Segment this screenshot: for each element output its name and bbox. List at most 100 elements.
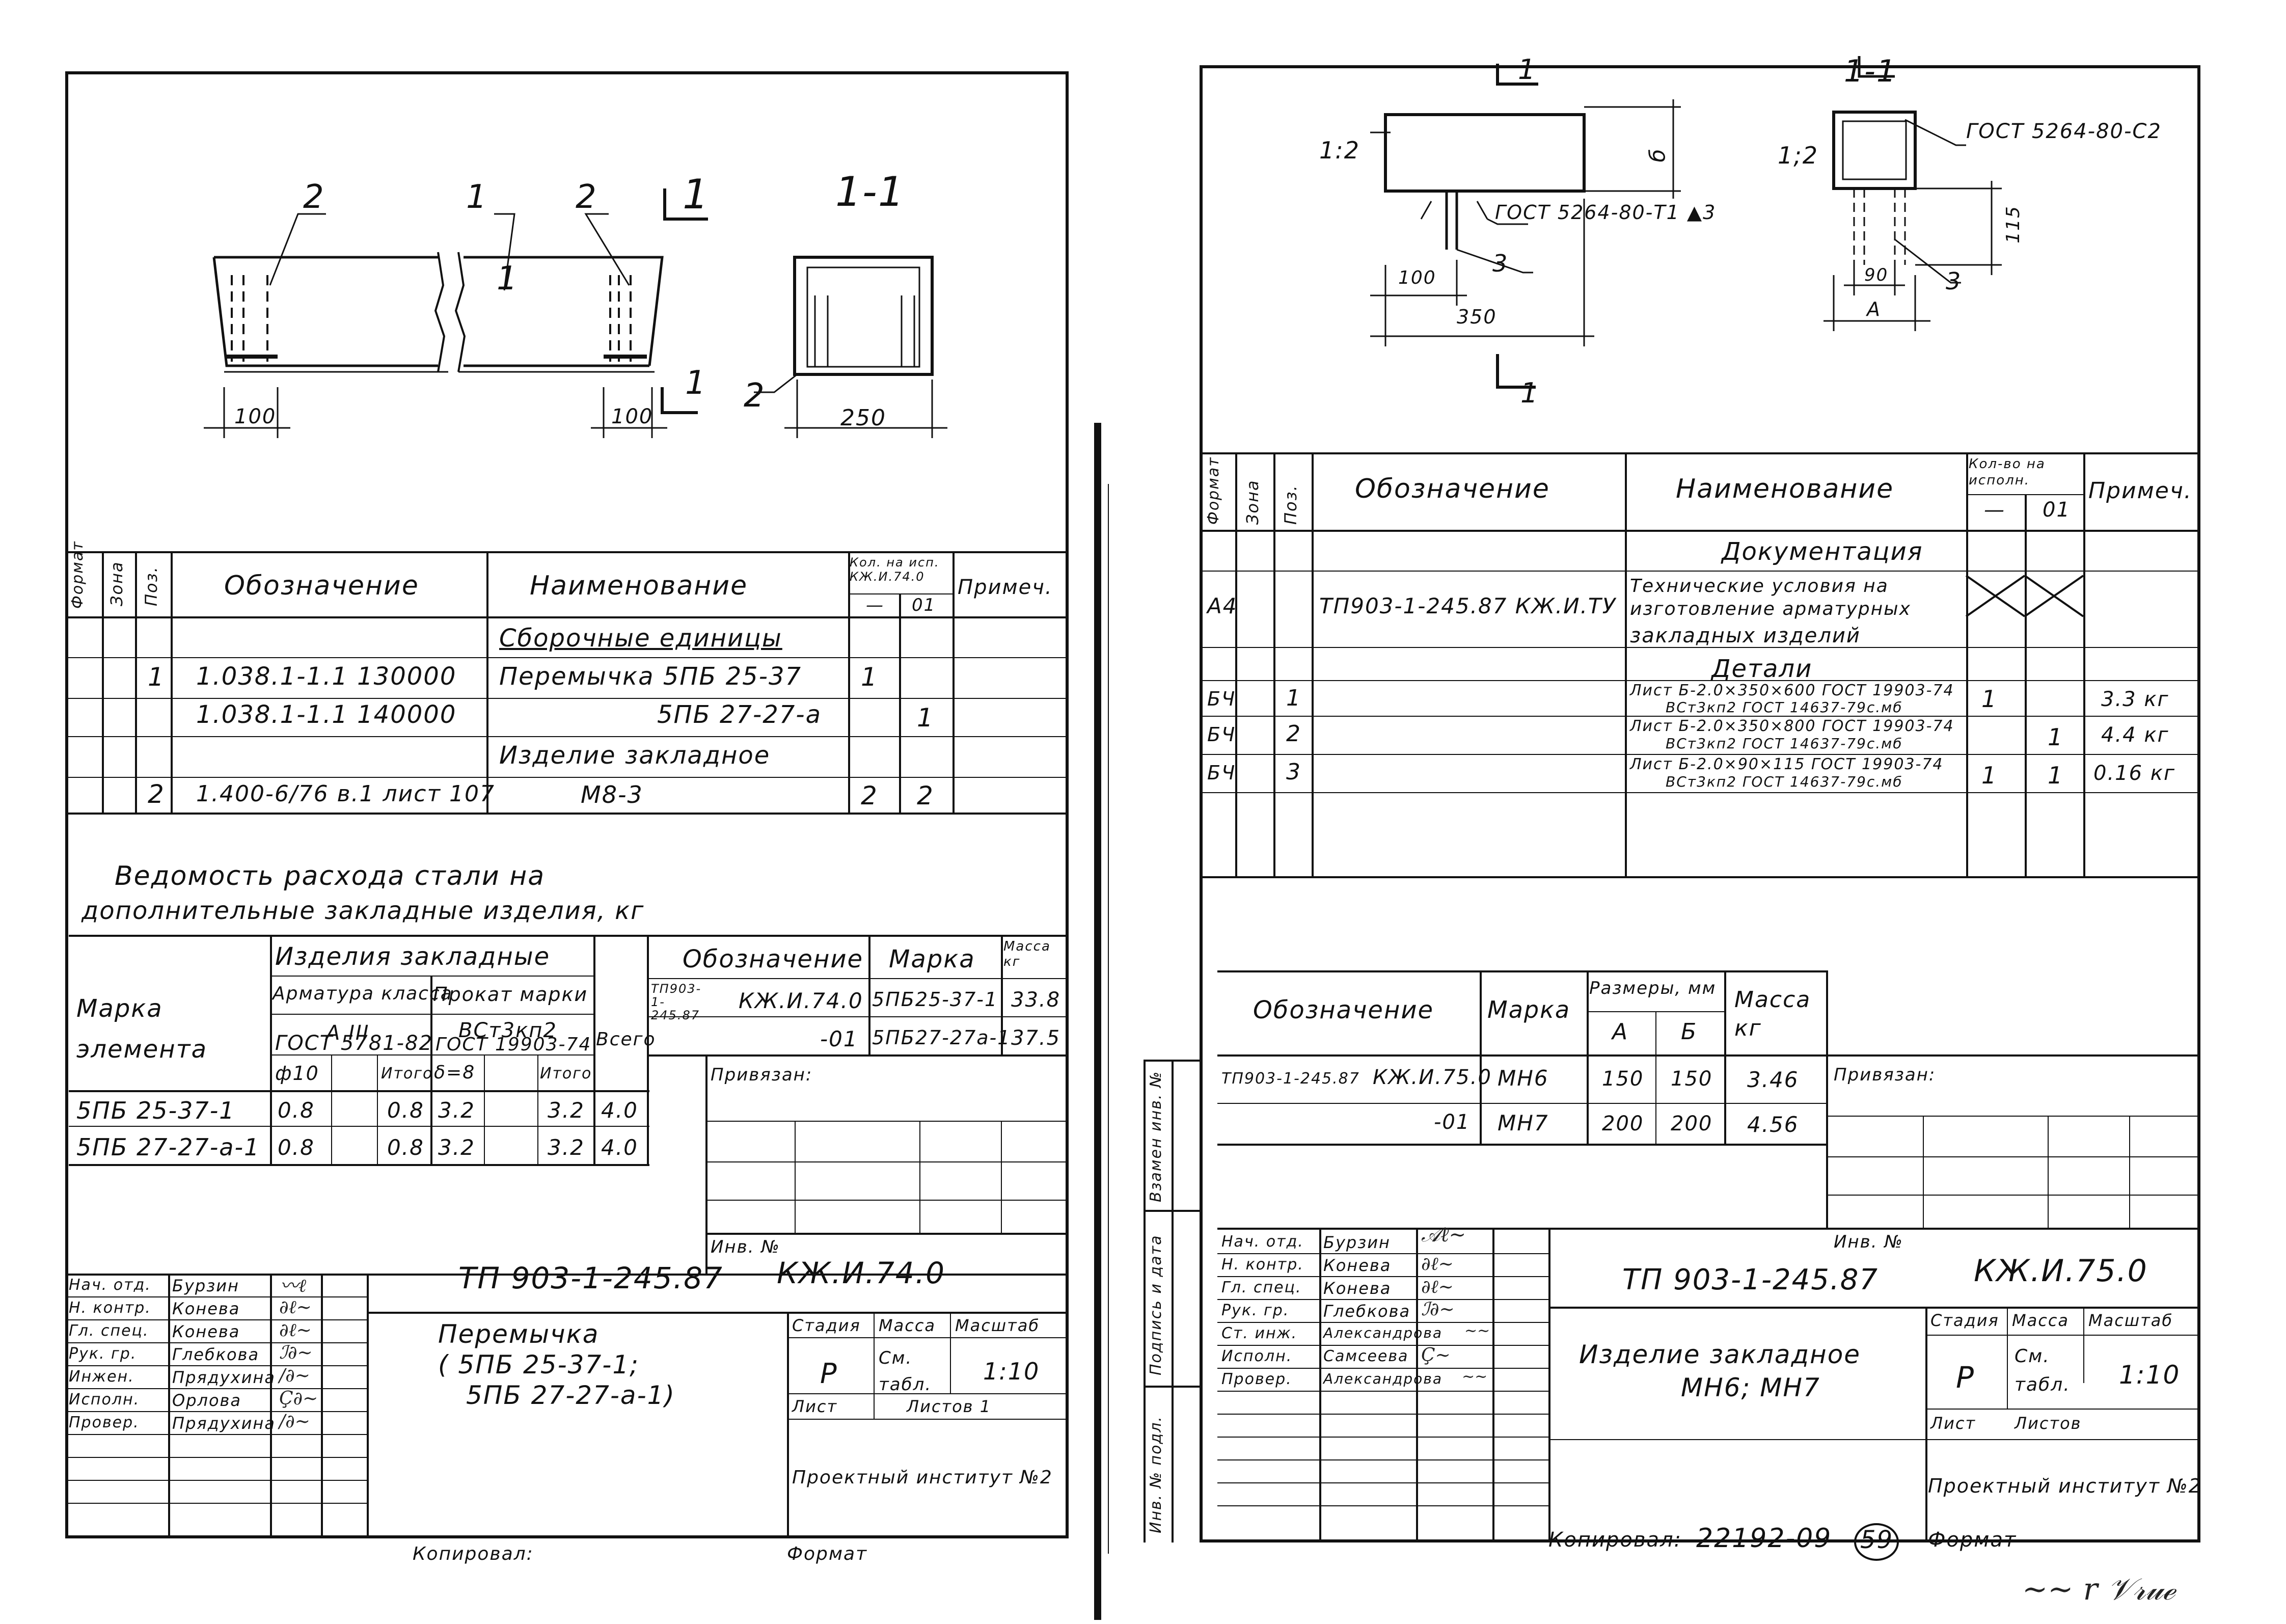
left-stamp-title-3: 5ПБ 27-27-а-1) (466, 1381, 675, 1410)
steel-row-0-a: 0.8 (278, 1098, 315, 1123)
right-spec-row-0-note: 3.3 кг (2101, 688, 2169, 711)
right-stamp-name-3: Глебкова (1323, 1302, 1411, 1321)
left-section-marker: 1 (683, 171, 710, 218)
right-stamp-mass: См. табл. (2015, 1346, 2071, 1395)
right-spec-row-1-pos: 2 (1286, 721, 1301, 747)
steel-row-0-d: 3.2 (548, 1098, 585, 1123)
steel-table-title-1: Ведомость расхода стали на (115, 861, 546, 891)
right-spec-row-0-qa: 1 (1981, 685, 1998, 713)
left-stamp-scale-h: Масштаб (955, 1316, 1040, 1335)
left-stamp-role-1: Н. контр. (69, 1299, 151, 1317)
steel-hdr-total1: Итого (381, 1065, 433, 1082)
steel-hdr-profile: Прокат марки (433, 983, 588, 1006)
right-stamp-stage-h: Стадия (1930, 1311, 1999, 1330)
right-stamp-name-0: Бурзин (1323, 1233, 1391, 1252)
right-pos-3b: 3 (1946, 267, 1962, 295)
right-spec-doc-fmt: А4 (1207, 593, 1238, 618)
left-spec-row-4-qb: 2 (917, 781, 934, 810)
left-stamp-role-3: Рук. гр. (69, 1345, 137, 1363)
right-dims-row-0-a: 150 (1602, 1067, 1644, 1091)
right-dim-6: б (1645, 148, 1670, 163)
left-mass-row-0-des1: ТП903-1-245.87 (651, 982, 702, 1022)
left-mass-row-1-mass: 37.5 (1011, 1026, 1061, 1050)
right-dims-row-1-a: 200 (1602, 1112, 1644, 1135)
left-section-marker-low: 1 (685, 364, 707, 402)
left-spec-hdr-pos: Поз. (142, 566, 161, 606)
right-spec-row-2-name1: Лист Б-2.0×90×115 ГОСТ 19903-74 (1630, 755, 1944, 773)
left-dim-250: 250 (840, 405, 886, 431)
right-section-mark-top: 1 (1518, 53, 1537, 86)
right-spec-row-2-pos: 3 (1286, 759, 1301, 785)
right-copied-label: Копировал: (1548, 1528, 1682, 1552)
left-stamp-mass: См. табл. (879, 1348, 932, 1395)
steel-hdr-mark: Марка элемента (76, 994, 208, 1064)
steel-hdr-rebar: Арматура класса (273, 983, 453, 1004)
page-number-circle (1854, 1523, 1899, 1561)
binding-strip-line (1094, 423, 1101, 1620)
right-spec-row-2-note: 0.16 кг (2093, 762, 2175, 785)
right-spec-doc-designation: ТП903-1-245.87 КЖ.И.ТУ (1319, 593, 1617, 618)
left-spec-row-4-pos: 2 (148, 779, 165, 809)
left-stamp-code: ТП 903-1-245.87 (458, 1261, 723, 1295)
right-pos-3a: 3 (1492, 250, 1509, 277)
right-stamp-scale-h: Масштаб (2088, 1311, 2173, 1330)
steel-row-0-c: 3.2 (438, 1098, 475, 1123)
left-stamp-name-1: Конева (172, 1299, 240, 1318)
left-stamp-name-0: Бурзин (172, 1276, 239, 1295)
right-stamp-mass-h: Масса (2012, 1311, 2070, 1330)
right-spec-row-2-name2: ВСт3кп2 ГОСТ 14637-79с.мб (1666, 773, 1903, 790)
left-spec-row-2-qb: 1 (917, 703, 934, 733)
right-spec-row-2-qb: 1 (2048, 762, 2064, 789)
left-mass-hdr-mass: Масса кг (1003, 939, 1051, 969)
right-spec-hdr-designation: Обозначение (1355, 474, 1550, 504)
right-spec-hdr-pos: Поз. (1281, 484, 1300, 525)
right-signature-5: Ç∼ (1421, 1345, 1451, 1366)
left-stamp-scale: 1:10 (983, 1358, 1040, 1385)
steel-row-1-d: 3.2 (548, 1135, 585, 1160)
right-stamp-role-3: Рук. гр. (1221, 1302, 1290, 1319)
steel-row-1-a: 0.8 (278, 1135, 315, 1160)
right-sheet-frame (1200, 65, 2200, 1542)
right-dim-100: 100 (1398, 267, 1436, 288)
left-mass-hdr-mark: Марка (889, 945, 975, 973)
left-dim-100a: 100 (234, 405, 277, 428)
right-dim-a: А (1867, 298, 1881, 320)
left-pos-1-body: 1 (497, 260, 519, 297)
right-dims-row-0-mass: 3.46 (1747, 1067, 1799, 1092)
right-spec-row-1-name2: ВСт3кп2 ГОСТ 14637-79с.мб (1666, 735, 1903, 752)
left-mass-row-0-mass: 33.8 (1011, 988, 1061, 1012)
left-spec-hdr-qty-a: — (866, 595, 884, 615)
right-dims-row-1-des2: -01 (1434, 1111, 1471, 1134)
right-spec-row-1-note: 4.4 кг (2101, 723, 2169, 747)
right-note-1-2b: 1;2 (1778, 142, 1819, 169)
left-stamp-role-5: Исполн. (69, 1391, 140, 1409)
left-mass-row-0-mark: 5ПБ25-37-1 (872, 988, 998, 1011)
left-spec-row-1-pos: 1 (148, 662, 165, 692)
right-section-mark-bottom: 1 (1520, 377, 1539, 409)
left-sheet-frame (65, 71, 1069, 1538)
right-stamp-role-6: Провер. (1221, 1370, 1292, 1388)
left-spec-hdr-note: Примеч. (958, 576, 1053, 599)
steel-row-1-mark: 5ПБ 27-27-а-1 (76, 1133, 260, 1161)
right-spec-hdr-name: Наименование (1676, 474, 1894, 504)
right-stamp-code: ТП 903-1-245.87 (1622, 1263, 1879, 1296)
right-dims-row-1-mark: МН7 (1498, 1111, 1549, 1135)
right-spec-row-0-pos: 1 (1286, 685, 1301, 711)
left-mass-row-1-mark: 5ПБ27-27а-1 (872, 1026, 1011, 1049)
left-spec-row-1-name: Перемычка 5ПБ 25-37 (499, 662, 802, 691)
left-signature-2: ∂ℓ∼ (279, 1320, 312, 1341)
left-stamp-stage: Р (820, 1358, 838, 1390)
left-spec-hdr-format: Формат (69, 540, 87, 609)
right-spec-hdr-qty-a: — (1984, 498, 2005, 522)
right-stamp-scale: 1:10 (2119, 1360, 2181, 1390)
left-signature-0: 〰ℓ (280, 1276, 306, 1296)
right-dim-115: 115 (2002, 205, 2024, 243)
right-spec-doc-name-2: изготовление арматурных (1630, 599, 1911, 619)
right-stamp-title-1: Изделие закладное (1579, 1340, 1861, 1369)
right-dim-90: 90 (1864, 265, 1889, 285)
right-stamp-role-0: Нач. отд. (1221, 1233, 1304, 1251)
right-dims-row-1-mass: 4.56 (1747, 1112, 1799, 1137)
right-dims-hdr-b: Б (1681, 1019, 1698, 1045)
right-spec-row-0-name2: ВСт3кп2 ГОСТ 14637-79с.мб (1666, 699, 1903, 716)
